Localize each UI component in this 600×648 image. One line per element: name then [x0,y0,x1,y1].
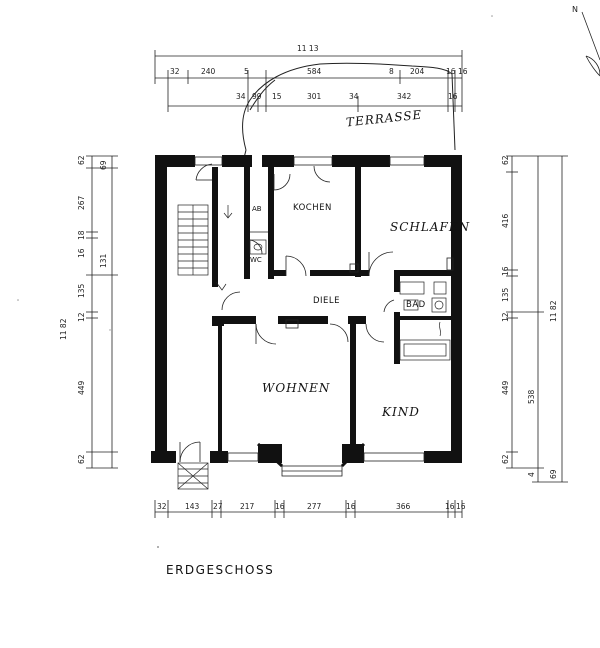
right-dim-5: 12 [501,312,510,322]
bottom-dim-10: 16 [456,502,466,511]
north-arrow-icon: N [572,5,600,77]
bottom-dim-4: 217 [240,502,255,511]
left-dim-3: 18 [77,230,86,240]
top-dim-4: 584 [307,67,322,76]
left-dim-5: 135 [77,283,86,298]
right-dim-6: 449 [501,380,510,395]
room-label-wc: WC [250,256,262,264]
top-dimension-lines [154,50,463,112]
top-dim-7: 16 [446,67,456,76]
bottom-dim-1: 32 [157,502,167,511]
windows [194,156,425,477]
bottom-dim-5: 16 [275,502,285,511]
bathroom-fixtures [399,281,451,361]
room-label-kind: KIND [381,405,420,419]
bottom-dim-7: 16 [346,502,356,511]
top-dim-row2-1: 34 [236,92,246,101]
staircase [177,204,233,291]
right-inner-dim-1: 538 [527,389,536,404]
wc-fixtures [249,231,268,255]
room-label-kochen: KOCHEN [293,203,332,213]
right-dim-2: 416 [501,213,510,228]
top-dim-1: 32 [170,67,180,76]
room-label-ab: AB [252,205,262,213]
right-far-dim-1: 69 [549,469,558,479]
terrace-label: TERRASSE [345,108,423,130]
right-dim-7: 62 [501,454,510,464]
left-inner-dim-1: 69 [99,160,108,170]
top-dim-5: 8 [389,67,394,76]
bottom-dim-8: 366 [396,502,411,511]
room-label-bad: BAD [406,300,426,310]
bottom-dim-9: 16 [445,502,455,511]
chimney-marks [285,257,454,329]
top-dim-6: 204 [410,67,425,76]
overall-width-label: 11 13 [297,44,319,53]
entrance-steps [177,462,209,490]
doors [179,163,395,463]
bottom-dim-6: 277 [307,502,322,511]
top-dim-row2-2: 99 [252,92,262,101]
left-inner-dim-2: 131 [99,253,108,268]
bay-window [256,442,366,468]
room-label-wohnen: WOHNEN [262,381,330,395]
overall-height-left-label: 11 82 [59,318,68,340]
left-dim-4: 16 [77,248,86,258]
top-dim-row2-6: 342 [397,92,412,101]
bottom-dim-2: 143 [185,502,200,511]
left-dim-2: 267 [77,195,86,210]
top-dim-row2-3: 15 [272,92,282,101]
top-dim-3: 5 [244,67,249,76]
bottom-dimension-lines [154,500,463,518]
plan-title: ERDGESCHOSS [166,563,275,577]
terrace-sketch [242,62,456,159]
outer-walls [151,155,462,463]
top-dim-row2-4: 301 [307,92,322,101]
right-dimension-lines [506,155,568,483]
left-dim-8: 62 [77,454,86,464]
right-dim-4: 135 [501,287,510,302]
scan-specks [17,15,493,548]
top-dim-row2-5: 34 [349,92,359,101]
right-dim-1: 62 [501,155,510,165]
top-dim-8: 16 [458,67,468,76]
top-dim-2: 240 [201,67,216,76]
svg-text:N: N [572,5,578,14]
right-dim-3: 16 [501,266,510,276]
interior-walls [212,167,451,451]
room-label-schlafen: SCHLAFEN [390,220,470,234]
overall-height-right-label: 11 82 [549,300,558,322]
right-inner-dim-2: 4 [527,472,536,477]
left-dim-6: 12 [77,312,86,322]
left-dim-7: 449 [77,380,86,395]
bottom-dim-3: 27 [213,502,223,511]
room-label-diele: DIELE [313,296,340,306]
left-dim-1: 62 [77,155,86,165]
left-dimension-lines [86,155,118,469]
